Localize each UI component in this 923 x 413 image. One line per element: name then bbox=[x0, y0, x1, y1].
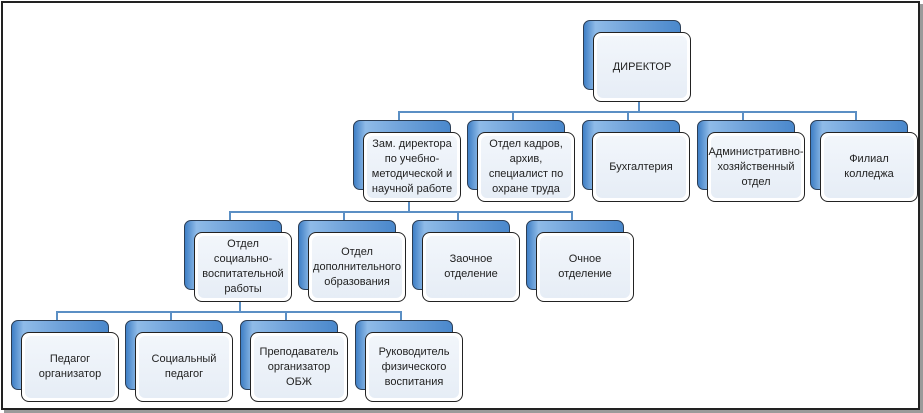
connector-line bbox=[229, 211, 231, 220]
connector-line bbox=[229, 211, 573, 213]
connector-line bbox=[400, 311, 402, 320]
connector-line bbox=[170, 311, 172, 320]
node-label: Преподаватель организатор ОБЖ bbox=[259, 345, 339, 388]
node-box: Отдел кадров, архив, специалист по охран… bbox=[477, 132, 575, 202]
node-box: Педагог организатор bbox=[21, 332, 119, 402]
node-fill bbox=[824, 136, 914, 198]
node-box: Заочное отделение bbox=[422, 232, 520, 302]
node-fill bbox=[597, 36, 687, 98]
connector-line bbox=[638, 102, 640, 111]
node-fill bbox=[540, 236, 630, 298]
connector-line bbox=[343, 211, 345, 220]
connector-line bbox=[457, 211, 459, 220]
connector-line bbox=[512, 111, 514, 120]
connector-line bbox=[56, 311, 58, 320]
node-label: ДИРЕКТОР bbox=[612, 60, 672, 73]
node-fill bbox=[711, 136, 801, 198]
node-box: Преподаватель организатор ОБЖ bbox=[250, 332, 348, 402]
connector-line bbox=[408, 202, 410, 211]
node-fill bbox=[312, 236, 402, 298]
connector-line bbox=[571, 211, 573, 220]
node-box: Очное отделение bbox=[536, 232, 634, 302]
node-label: Административно-хозяйственный отдел bbox=[708, 145, 804, 188]
node-label: Филиал колледжа bbox=[844, 153, 894, 180]
node-box: Бухгалтерия bbox=[592, 132, 690, 202]
node-box: Руководитель физического воспитания bbox=[365, 332, 463, 402]
connector-line bbox=[627, 111, 629, 120]
connector-line bbox=[855, 111, 857, 120]
node-box: Филиал колледжа bbox=[820, 132, 918, 202]
node-fill bbox=[369, 336, 459, 398]
connector-line bbox=[239, 302, 241, 311]
node-label: Очное отделение bbox=[558, 253, 612, 280]
node-box: Отдел дополнительного образования bbox=[308, 232, 406, 302]
node-label: Отдел кадров, архив, специалист по охран… bbox=[488, 138, 564, 195]
node-fill bbox=[139, 336, 229, 398]
node-label: Заочное отделение bbox=[444, 253, 498, 280]
node-box: Административно-хозяйственный отдел bbox=[707, 132, 805, 202]
node-fill bbox=[254, 336, 344, 398]
node-box: ДИРЕКТОР bbox=[593, 32, 691, 102]
connector-line bbox=[56, 311, 402, 313]
node-fill bbox=[426, 236, 516, 298]
node-box: Социальный педагог bbox=[135, 332, 233, 402]
node-label: Отдел дополнительного образования bbox=[313, 245, 401, 288]
node-fill bbox=[596, 136, 686, 198]
node-fill bbox=[25, 336, 115, 398]
node-label: Педагог организатор bbox=[38, 353, 102, 380]
connector-line bbox=[742, 111, 744, 120]
node-box: Отдел социально-воспитательной работы bbox=[194, 232, 292, 302]
node-label: Зам. директора по учебно-методической и … bbox=[371, 138, 453, 195]
node-label: Руководитель физического воспитания bbox=[378, 345, 450, 388]
node-label: Бухгалтерия bbox=[609, 160, 673, 173]
node-fill bbox=[481, 136, 571, 198]
connector-line bbox=[398, 111, 400, 120]
node-label: Социальный педагог bbox=[151, 353, 217, 380]
node-fill bbox=[367, 136, 457, 198]
node-fill bbox=[198, 236, 288, 298]
connector-line bbox=[285, 311, 287, 320]
node-box: Зам. директора по учебно-методической и … bbox=[363, 132, 461, 202]
node-label: Отдел социально-воспитательной работы bbox=[202, 238, 284, 295]
